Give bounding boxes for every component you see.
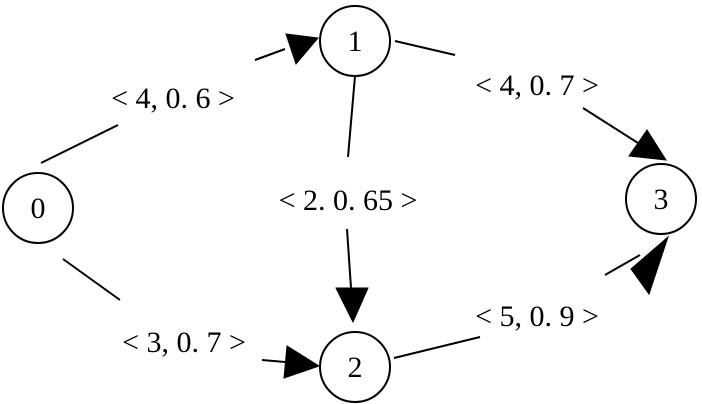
node-2-circle: [319, 331, 391, 403]
edge-1-2-arrowhead: [335, 287, 369, 324]
edge-1-2-label: < 2. 0. 65 >: [279, 184, 418, 217]
node-1-circle: [319, 5, 391, 77]
node-3: 3: [625, 163, 697, 235]
edge-2-3: < 5, 0. 9 >: [393, 235, 670, 359]
node-0: 0: [2, 172, 74, 244]
edge-0-2: < 3, 0. 7 >: [62, 258, 321, 379]
edge-2-3-line: [393, 254, 641, 359]
edge-1-2: < 2. 0. 65 >: [279, 75, 418, 324]
node-2-label: 2: [348, 351, 363, 384]
edge-0-2-label: < 3, 0. 7 >: [122, 326, 246, 359]
node-1-label: 1: [348, 25, 363, 58]
edge-0-2-arrowhead: [283, 345, 321, 379]
edge-0-1: < 4, 0. 6 >: [40, 33, 319, 164]
edge-0-1-label: < 4, 0. 6 >: [111, 82, 235, 115]
node-3-label: 3: [654, 183, 669, 216]
edge-2-3-label: < 5, 0. 9 >: [475, 300, 599, 333]
edge-0-2-line: [62, 258, 286, 363]
node-0-circle: [2, 172, 74, 244]
edge-1-3: < 4, 0. 7 >: [394, 40, 667, 161]
node-0-label: 0: [31, 192, 46, 225]
edge-1-3-line: [394, 40, 639, 144]
edge-2-3-arrowhead: [630, 235, 670, 296]
edge-1-2-line: [346, 75, 356, 289]
edge-0-1-arrowhead: [285, 33, 319, 66]
node-1: 1: [319, 5, 391, 77]
node-3-circle: [625, 163, 697, 235]
edge-1-3-arrowhead: [628, 129, 667, 161]
edge-0-1-line: [40, 48, 286, 164]
edge-1-3-label: < 4, 0. 7 >: [475, 69, 599, 102]
node-2: 2: [319, 331, 391, 403]
